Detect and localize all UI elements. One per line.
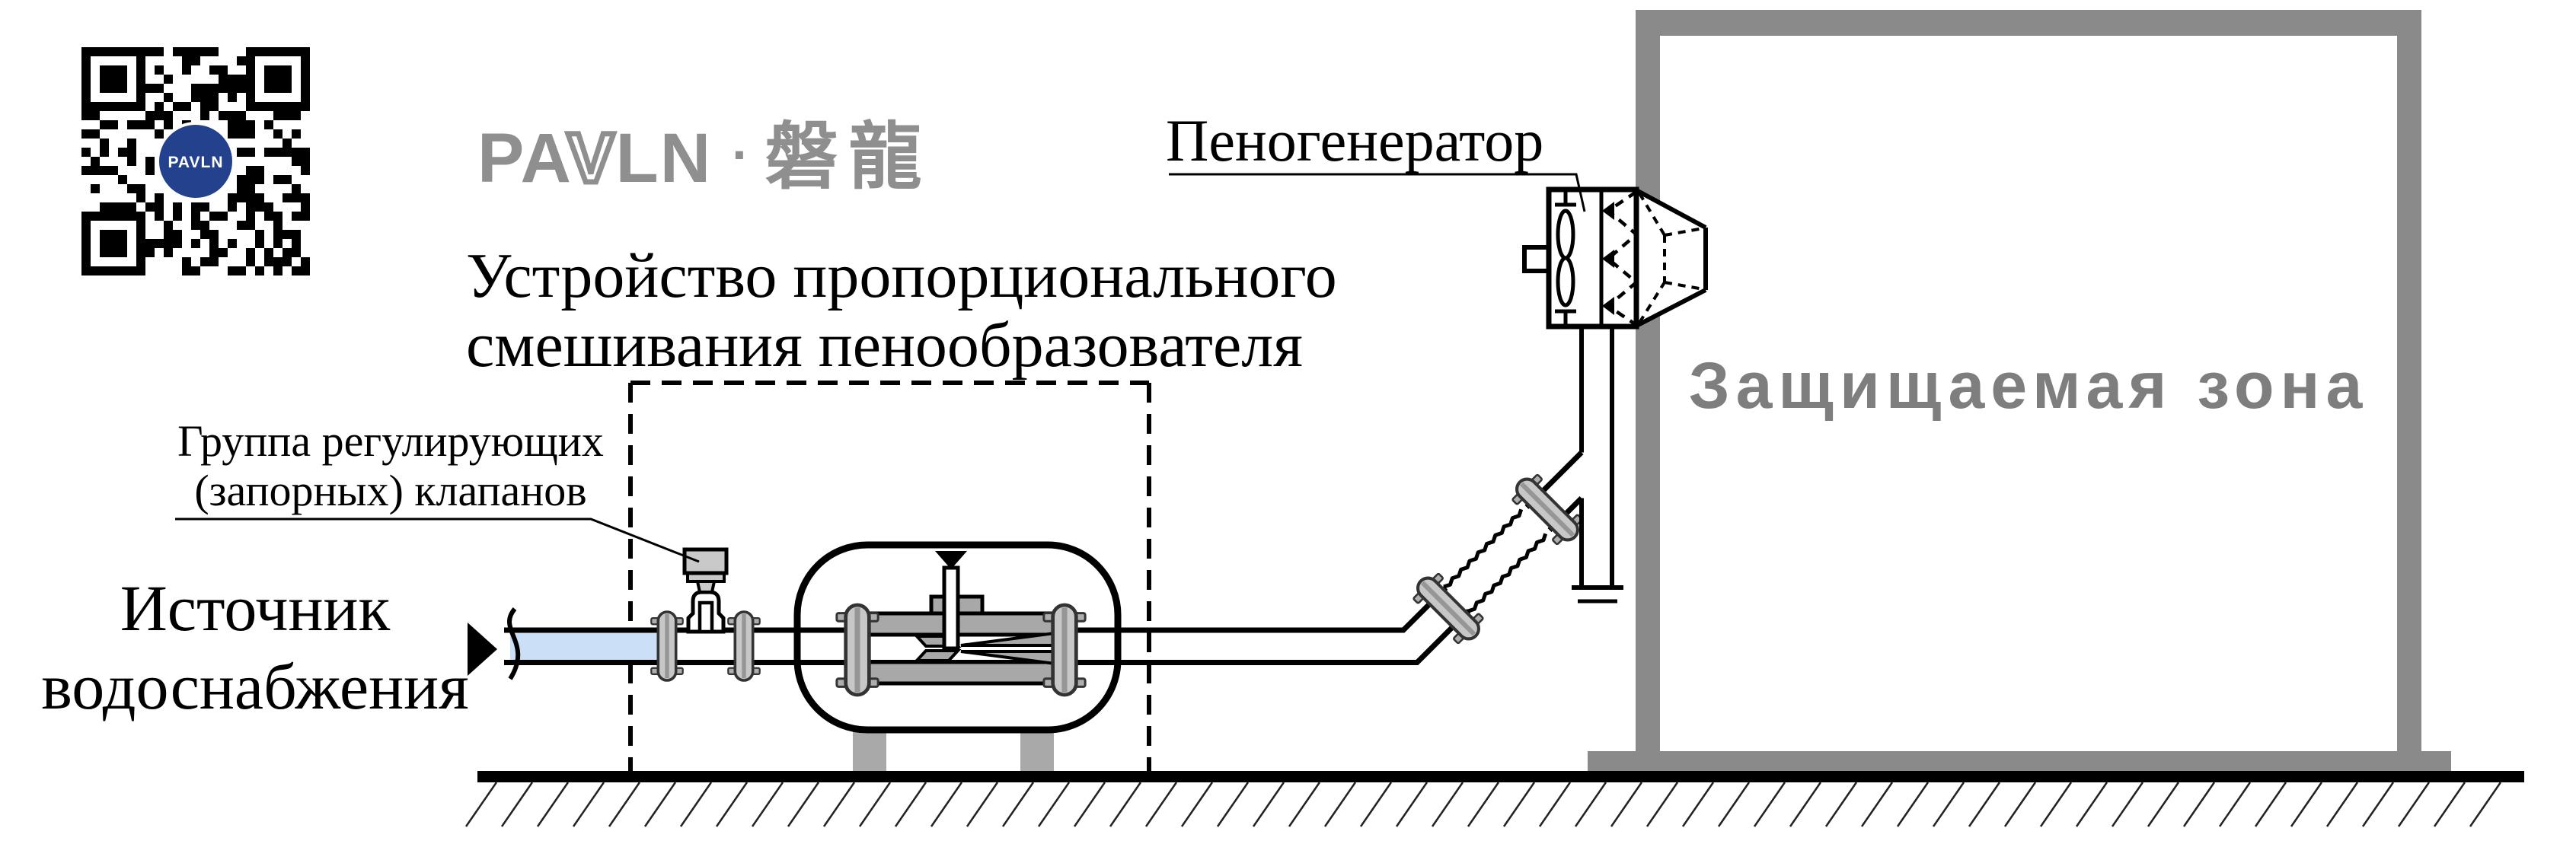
generator-mesh-nozzles xyxy=(1602,202,1614,315)
flex-hose-corrugation xyxy=(1443,508,1548,613)
protected-zone-building xyxy=(1588,10,2451,771)
label-valve-group-line1: Группа регулирующих xyxy=(177,416,604,466)
brand-logo-v-outline: V xyxy=(565,117,617,200)
venturi-drop-tube xyxy=(942,565,960,651)
generator-motor-stub xyxy=(1522,245,1551,273)
label-valve-group: Группа регулирующих (запорных) клапанов xyxy=(175,416,606,516)
brand-logo-cjk: 磐龍 xyxy=(765,116,933,198)
brand-logo-separator: · xyxy=(732,125,752,184)
leader-valve-group xyxy=(175,518,700,563)
venturi-top-rail xyxy=(864,611,1057,637)
tank-leg-right xyxy=(1020,730,1054,771)
brand-logo: PAVLN ·磐龍 xyxy=(477,97,932,203)
building-floor-slab xyxy=(1588,751,2451,771)
diffuser-hidden-edges xyxy=(1638,192,1704,324)
label-protected-zone: Защищаемая зона xyxy=(1688,349,2369,422)
valve-stem-slot xyxy=(697,600,714,634)
building-roof xyxy=(1636,10,2421,36)
label-water-source-line1: Источник xyxy=(120,572,391,645)
proportioner-dashed-box xyxy=(628,381,1151,771)
brand-logo-pa: PA xyxy=(477,119,568,197)
flange-inlet-right xyxy=(728,612,759,680)
ground-line xyxy=(477,771,2524,782)
venturi-nozzle-lower xyxy=(913,649,962,662)
label-proportioner: Устройство пропорционального смешивания … xyxy=(466,240,1337,381)
riser-pipe xyxy=(1572,326,1623,604)
qr-logo-text: PAVLN xyxy=(168,154,223,171)
label-proportioner-line1: Устройство пропорционального xyxy=(466,240,1337,311)
control-valve xyxy=(682,547,729,634)
water-inlet-arrow-icon xyxy=(468,623,497,676)
label-valve-group-line2: (запорных) клапанов xyxy=(194,465,587,515)
brand-logo-ln: LN xyxy=(615,119,713,197)
qr-code xyxy=(81,47,310,275)
label-water-source: Источник водоснабжения xyxy=(27,569,484,726)
ground-hatching xyxy=(464,782,2502,827)
building-left-wall xyxy=(1636,10,1660,751)
pipe-break-symbol xyxy=(507,607,521,680)
valve-neck xyxy=(695,580,717,594)
venturi-mixer xyxy=(864,551,1057,686)
leader-foam-generator xyxy=(1169,173,1586,212)
building-right-wall xyxy=(2397,10,2421,751)
generator-fan xyxy=(1555,191,1576,325)
water-fill xyxy=(510,632,669,660)
label-proportioner-line2: смешивания пенообразователя xyxy=(466,309,1303,381)
diffuser-fill xyxy=(1636,190,1706,326)
tank-leg-left xyxy=(853,730,886,771)
venturi-inlet-triangle-icon xyxy=(935,551,967,569)
venturi-bottom-rail xyxy=(864,660,1057,686)
label-water-source-line2: водоснабжения xyxy=(41,650,469,724)
valve-actuator-box xyxy=(682,547,729,575)
qr-logo-disc xyxy=(156,122,235,201)
flex-hose-body xyxy=(1444,505,1552,613)
label-foam-generator: Пеногенератор xyxy=(1166,107,1544,174)
foam-generator xyxy=(1522,186,1708,330)
